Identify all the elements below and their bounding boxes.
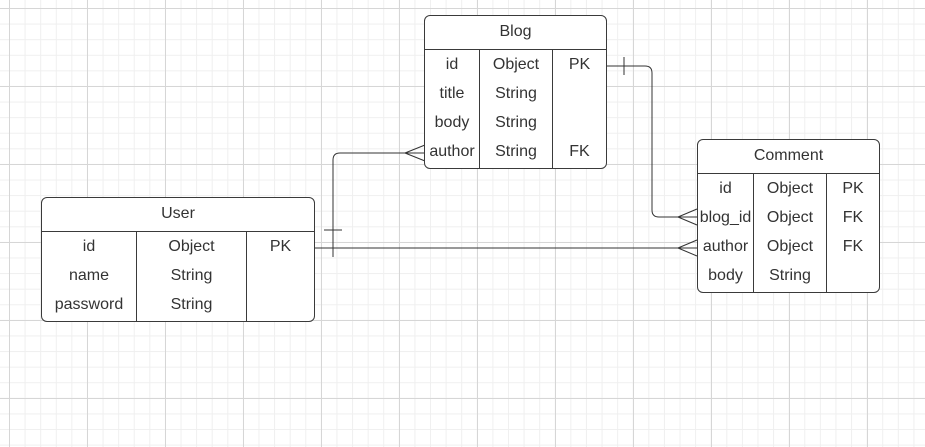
field-type: String [495, 85, 537, 102]
entity-title: Blog [425, 16, 606, 50]
field-name: author [702, 238, 749, 255]
field-key: FK [842, 238, 864, 255]
relationship-blog-comment[interactable] [606, 57, 698, 226]
field-name: body [434, 114, 470, 131]
field-name: id [82, 238, 96, 255]
field-type: Object [766, 238, 814, 255]
entity-blog[interactable]: Blog id title body author Object String … [424, 15, 607, 169]
entity-title: User [42, 198, 314, 232]
field-name: title [439, 85, 465, 102]
field-name: id [445, 56, 459, 73]
field-key: PK [568, 56, 591, 73]
field-type: String [495, 114, 537, 131]
field-type: String [769, 267, 811, 284]
field-key [247, 261, 314, 290]
field-name: password [54, 296, 124, 313]
field-key: FK [569, 143, 590, 160]
field-key [827, 261, 879, 290]
crowsfoot-marker [677, 239, 698, 257]
field-type: String [170, 296, 213, 313]
field-name: name [68, 267, 110, 284]
crowsfoot-marker [404, 144, 426, 162]
field-name: id [719, 180, 732, 197]
entity-title: Comment [698, 140, 879, 174]
entity-comment[interactable]: Comment id blog_id author body Object Ob… [697, 139, 880, 293]
field-key: PK [269, 238, 292, 255]
field-name: blog_id [699, 209, 752, 226]
field-name: author [429, 143, 475, 160]
crowsfoot-marker [677, 208, 698, 226]
relationship-user-blog[interactable] [324, 144, 426, 248]
field-key [553, 79, 606, 108]
field-type: Object [492, 56, 540, 73]
relationship-user-comment[interactable] [314, 238, 698, 257]
field-type: Object [766, 209, 814, 226]
field-type: String [495, 143, 537, 160]
field-key [247, 290, 314, 319]
field-key: FK [842, 209, 864, 226]
field-name: body [708, 267, 743, 284]
entity-user[interactable]: User id name password Object String Stri… [41, 197, 315, 322]
field-key [553, 108, 606, 137]
field-type: String [170, 267, 213, 284]
field-type: Object [168, 238, 215, 255]
field-type: Object [766, 180, 814, 197]
field-key: PK [842, 180, 864, 197]
